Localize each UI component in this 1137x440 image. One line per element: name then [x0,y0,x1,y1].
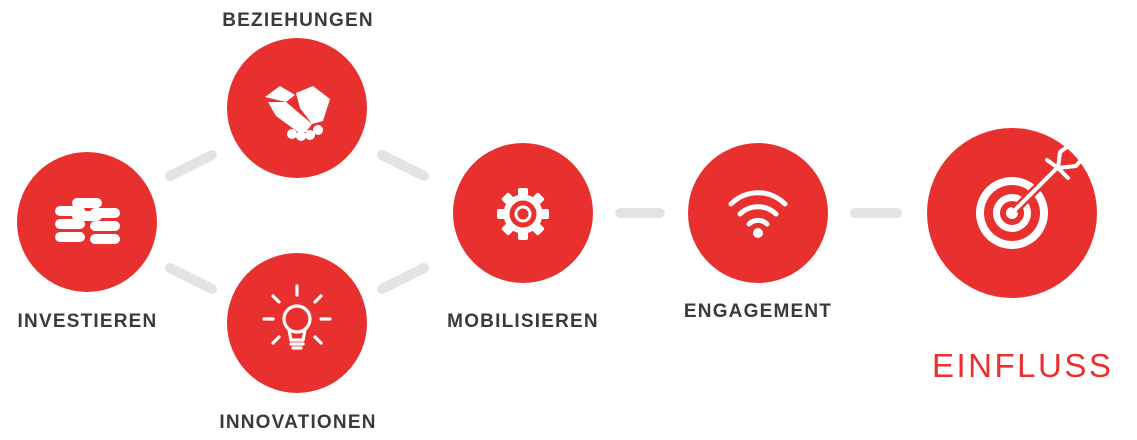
label-beziehungen: BEZIEHUNGEN [222,10,374,31]
node-mobilisieren [453,143,593,283]
label-engagement: ENGAGEMENT [683,301,833,322]
handshake-icon [265,86,330,141]
connector-beziehungen-mobilisieren [377,150,429,181]
node-innovationen-circle [227,253,367,393]
label-mobilisieren: MOBILISIEREN [447,311,599,332]
label-einfluss: EINFLUSS [932,347,1114,384]
node-beziehungen [227,38,367,178]
node-engagement-circle [688,143,828,283]
connector-innovationen-mobilisieren [377,263,429,294]
label-innovationen: INNOVATIONEN [219,412,377,433]
node-engagement [688,143,828,283]
label-investieren: INVESTIEREN [17,311,158,332]
node-investieren-circle [17,152,157,292]
node-beziehungen-circle [227,38,367,178]
gear-icon [497,188,549,240]
lightbulb-icon [262,284,332,350]
connector-investieren-beziehungen [165,150,217,181]
target-icon [976,140,1090,249]
connectors [165,150,902,294]
node-investieren [17,152,157,292]
wifi-icon [728,190,788,238]
connector-investieren-innovationen [165,263,217,294]
node-innovationen [227,253,367,393]
coins-icon [55,198,120,244]
node-einfluss [927,128,1097,298]
